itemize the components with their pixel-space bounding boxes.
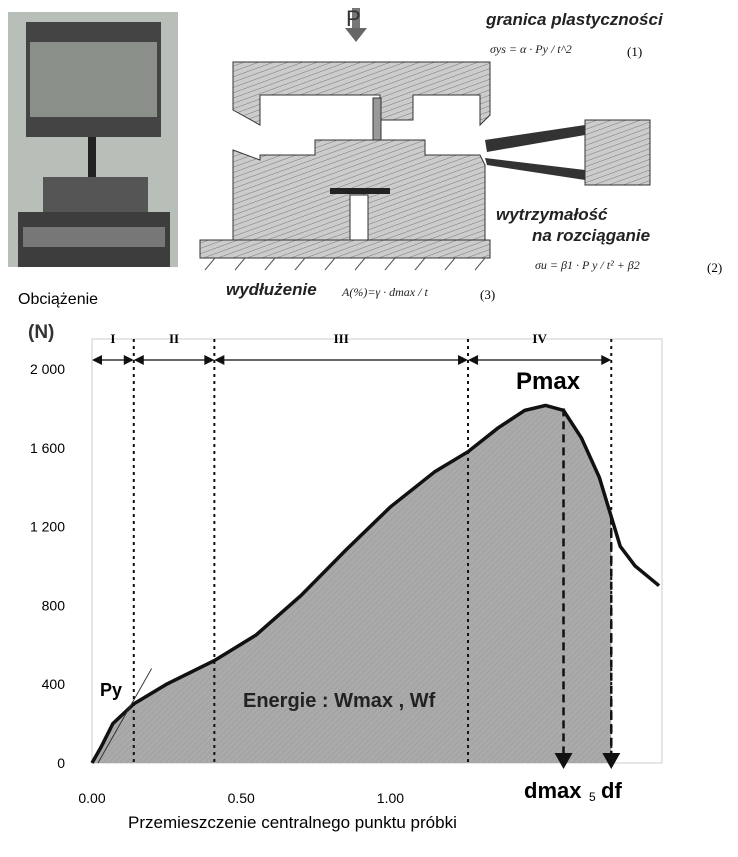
equation-2-number: (2) <box>707 260 723 275</box>
pmax-label: Pmax <box>516 368 581 395</box>
strength-title-2: na rozciąganie <box>532 226 651 245</box>
apparatus-schematic <box>199 8 651 271</box>
equation-2: σu = β1 · P y / t² + β2 <box>535 258 640 272</box>
region-label: III <box>334 331 349 346</box>
y-tick-label: 1 600 <box>30 440 65 456</box>
equation-1: σys = α · Py / t^2 <box>490 42 572 56</box>
load-curve <box>90 403 661 764</box>
force-label: P <box>346 6 361 31</box>
x-axis-title: Przemieszczenie centralnego punktu próbk… <box>128 813 457 832</box>
equation-3-number: (3) <box>480 287 496 302</box>
strength-title-1: wytrzymałość <box>496 205 608 224</box>
y-tick-label: 0 <box>57 755 65 771</box>
x-tick-label: 1.00 <box>377 790 404 806</box>
y-axis-unit: (N) <box>28 322 55 343</box>
y-tick-label: 400 <box>42 676 66 692</box>
equation-1-number: (1) <box>627 44 643 59</box>
region-arrowheads <box>133 355 215 365</box>
y-tick-label: 1 200 <box>30 519 65 535</box>
dmax-label: dmax <box>524 778 582 803</box>
energy-area <box>92 405 612 763</box>
region-label: I <box>110 331 115 346</box>
x-tick-label: 0.50 <box>228 790 255 806</box>
py-label: Py <box>100 680 123 700</box>
df-label: df <box>601 778 622 803</box>
y-tick-label: 800 <box>42 597 66 613</box>
five-label: 5 <box>589 790 596 804</box>
region-label: IV <box>532 331 547 346</box>
dmax-arrow-icon <box>554 753 573 769</box>
equation-3: A(%)=γ · dmax / t <box>342 285 428 299</box>
test-fixture-photo <box>8 12 178 267</box>
yield-title: granica plastyczności <box>486 10 663 29</box>
x-tick-label: 0.00 <box>78 790 105 806</box>
y-tick-label: 2 000 <box>30 361 65 377</box>
df-arrow-icon <box>602 753 621 769</box>
region-arrowheads <box>92 355 134 365</box>
yield-tangent-line <box>97 668 153 764</box>
energy-label: Energie : Wmax , Wf <box>243 690 436 712</box>
elongation-title: wydłużenie <box>226 280 317 299</box>
y-axis-title: Obciążenie <box>18 291 99 308</box>
region-label: II <box>169 331 179 346</box>
